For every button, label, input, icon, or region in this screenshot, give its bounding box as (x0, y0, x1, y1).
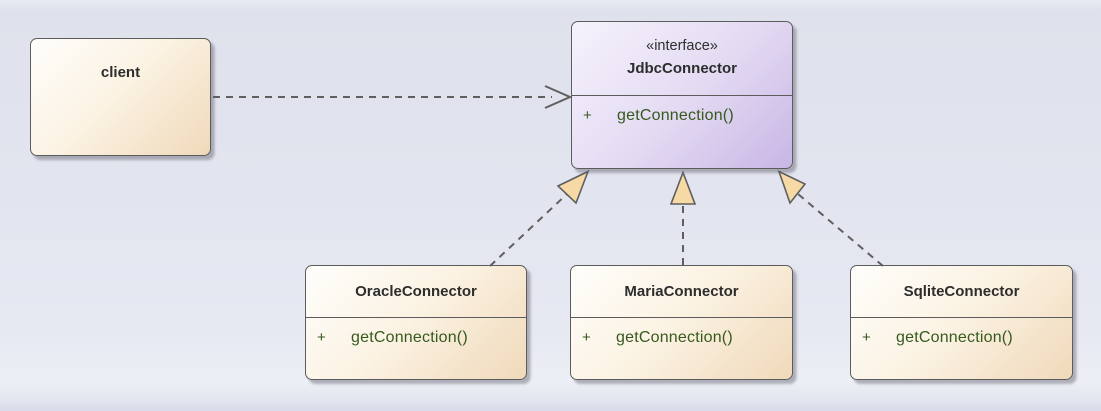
class-name-mariaconnector: MariaConnector (624, 282, 739, 300)
open-arrowhead-icon (544, 85, 573, 109)
visibility-public-symbol: + (317, 329, 326, 346)
method-signature: getConnection() (617, 107, 734, 124)
method-row: + getConnection() (862, 329, 1072, 347)
method-signature: getConnection() (616, 329, 733, 346)
realization-arrow-mariaconnector-to-jdbcconnector (669, 170, 697, 265)
class-node-sqliteconnector: SqliteConnector + getConnection() (850, 265, 1073, 380)
members-compartment: + getConnection() (571, 318, 792, 347)
realization-dashed-line (797, 193, 884, 267)
realization-dashed-line (489, 193, 568, 267)
members-compartment: + getConnection() (306, 318, 526, 347)
realization-arrow-sqliteconnector-to-jdbcconnector (777, 169, 884, 267)
class-name-sqliteconnector: SqliteConnector (903, 282, 1020, 300)
method-row: + getConnection() (583, 107, 792, 125)
method-row: + getConnection() (582, 329, 792, 347)
class-header: OracleConnector (306, 266, 526, 318)
visibility-public-symbol: + (582, 329, 591, 346)
visibility-public-symbol: + (583, 107, 592, 124)
visibility-public-symbol: + (862, 329, 871, 346)
class-node-mariaconnector: MariaConnector + getConnection() (570, 265, 793, 380)
hollow-triangle-arrowhead-icon (777, 169, 807, 205)
hollow-triangle-arrowhead-icon (669, 170, 697, 205)
realization-arrow-oracleconnector-to-jdbcconnector (489, 169, 590, 267)
class-header: SqliteConnector (851, 266, 1072, 318)
class-node-oracleconnector: OracleConnector + getConnection() (305, 265, 527, 380)
interface-header: «interface» JdbcConnector (572, 22, 792, 96)
method-signature: getConnection() (351, 329, 468, 346)
hollow-triangle-arrowhead-icon (556, 169, 590, 205)
class-name-jdbcconnector: JdbcConnector (626, 60, 737, 77)
method-row: + getConnection() (317, 329, 526, 347)
dependency-arrow-client-to-jdbcconnector (213, 85, 573, 109)
stereotype-label: «interface» (646, 38, 718, 54)
class-header: MariaConnector (571, 266, 792, 318)
class-name-client: client (100, 64, 141, 81)
class-name-oracleconnector: OracleConnector (355, 282, 477, 300)
members-compartment: + getConnection() (572, 96, 792, 125)
class-node-client: client (30, 38, 211, 156)
method-signature: getConnection() (896, 329, 1013, 346)
members-compartment: + getConnection() (851, 318, 1072, 347)
class-node-jdbcconnector: «interface» JdbcConnector + getConnectio… (571, 21, 793, 169)
